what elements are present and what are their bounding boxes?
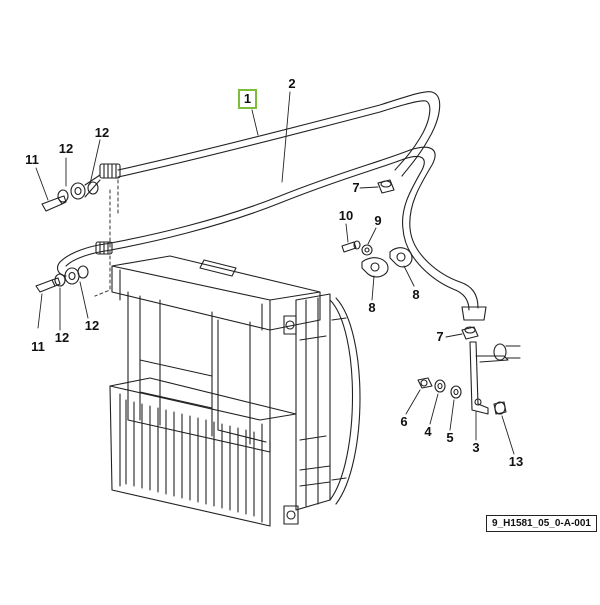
- hose-1: [117, 91, 441, 178]
- callout-9: 9: [374, 213, 382, 228]
- clamp-8-left: [361, 257, 389, 278]
- hose-2: [104, 146, 487, 321]
- clamp-8-right: [389, 247, 413, 268]
- bolt-10: [341, 240, 361, 253]
- radiator-assembly: [109, 255, 361, 527]
- callout-3: 3: [472, 440, 480, 455]
- callout-12-lower-b: 12: [84, 318, 100, 333]
- hose-2-left-end: [57, 243, 106, 277]
- upper-fitting: [57, 163, 121, 203]
- sleeve-13: [493, 401, 507, 415]
- callout-11-upper: 11: [25, 152, 39, 167]
- washer-9: [361, 244, 373, 256]
- leader-lines: [35, 91, 515, 455]
- callout-7-upper: 7: [352, 180, 360, 195]
- nut-6: [417, 377, 433, 389]
- bracket-3: [469, 341, 521, 415]
- washer-4: [434, 379, 446, 393]
- washer-5: [450, 385, 462, 399]
- callout-5: 5: [446, 430, 454, 445]
- lower-fitting: [54, 241, 113, 287]
- callout-12-upper-b: 12: [94, 125, 110, 140]
- callout-2: 2: [288, 76, 296, 91]
- callout-1[interactable]: 1: [238, 89, 257, 109]
- clip-7-lower: [461, 326, 479, 340]
- callout-12-lower-a: 12: [54, 330, 70, 345]
- drawing-reference-code: 9_H1581_05_0-A-001: [486, 515, 597, 532]
- reference-dashes: [94, 179, 119, 297]
- clip-7-upper: [377, 179, 395, 194]
- callout-12-upper-a: 12: [58, 141, 74, 156]
- callout-13: 13: [508, 454, 524, 469]
- callout-8-left: 8: [368, 300, 376, 315]
- callout-7-lower: 7: [436, 329, 444, 344]
- callout-10: 10: [338, 208, 354, 223]
- callout-8-right: 8: [412, 287, 420, 302]
- callout-6: 6: [400, 414, 408, 429]
- callout-11-lower: 11: [31, 339, 45, 354]
- callout-4: 4: [424, 424, 432, 439]
- bolt-11-lower: [35, 277, 61, 293]
- bolt-11-upper: [41, 195, 67, 212]
